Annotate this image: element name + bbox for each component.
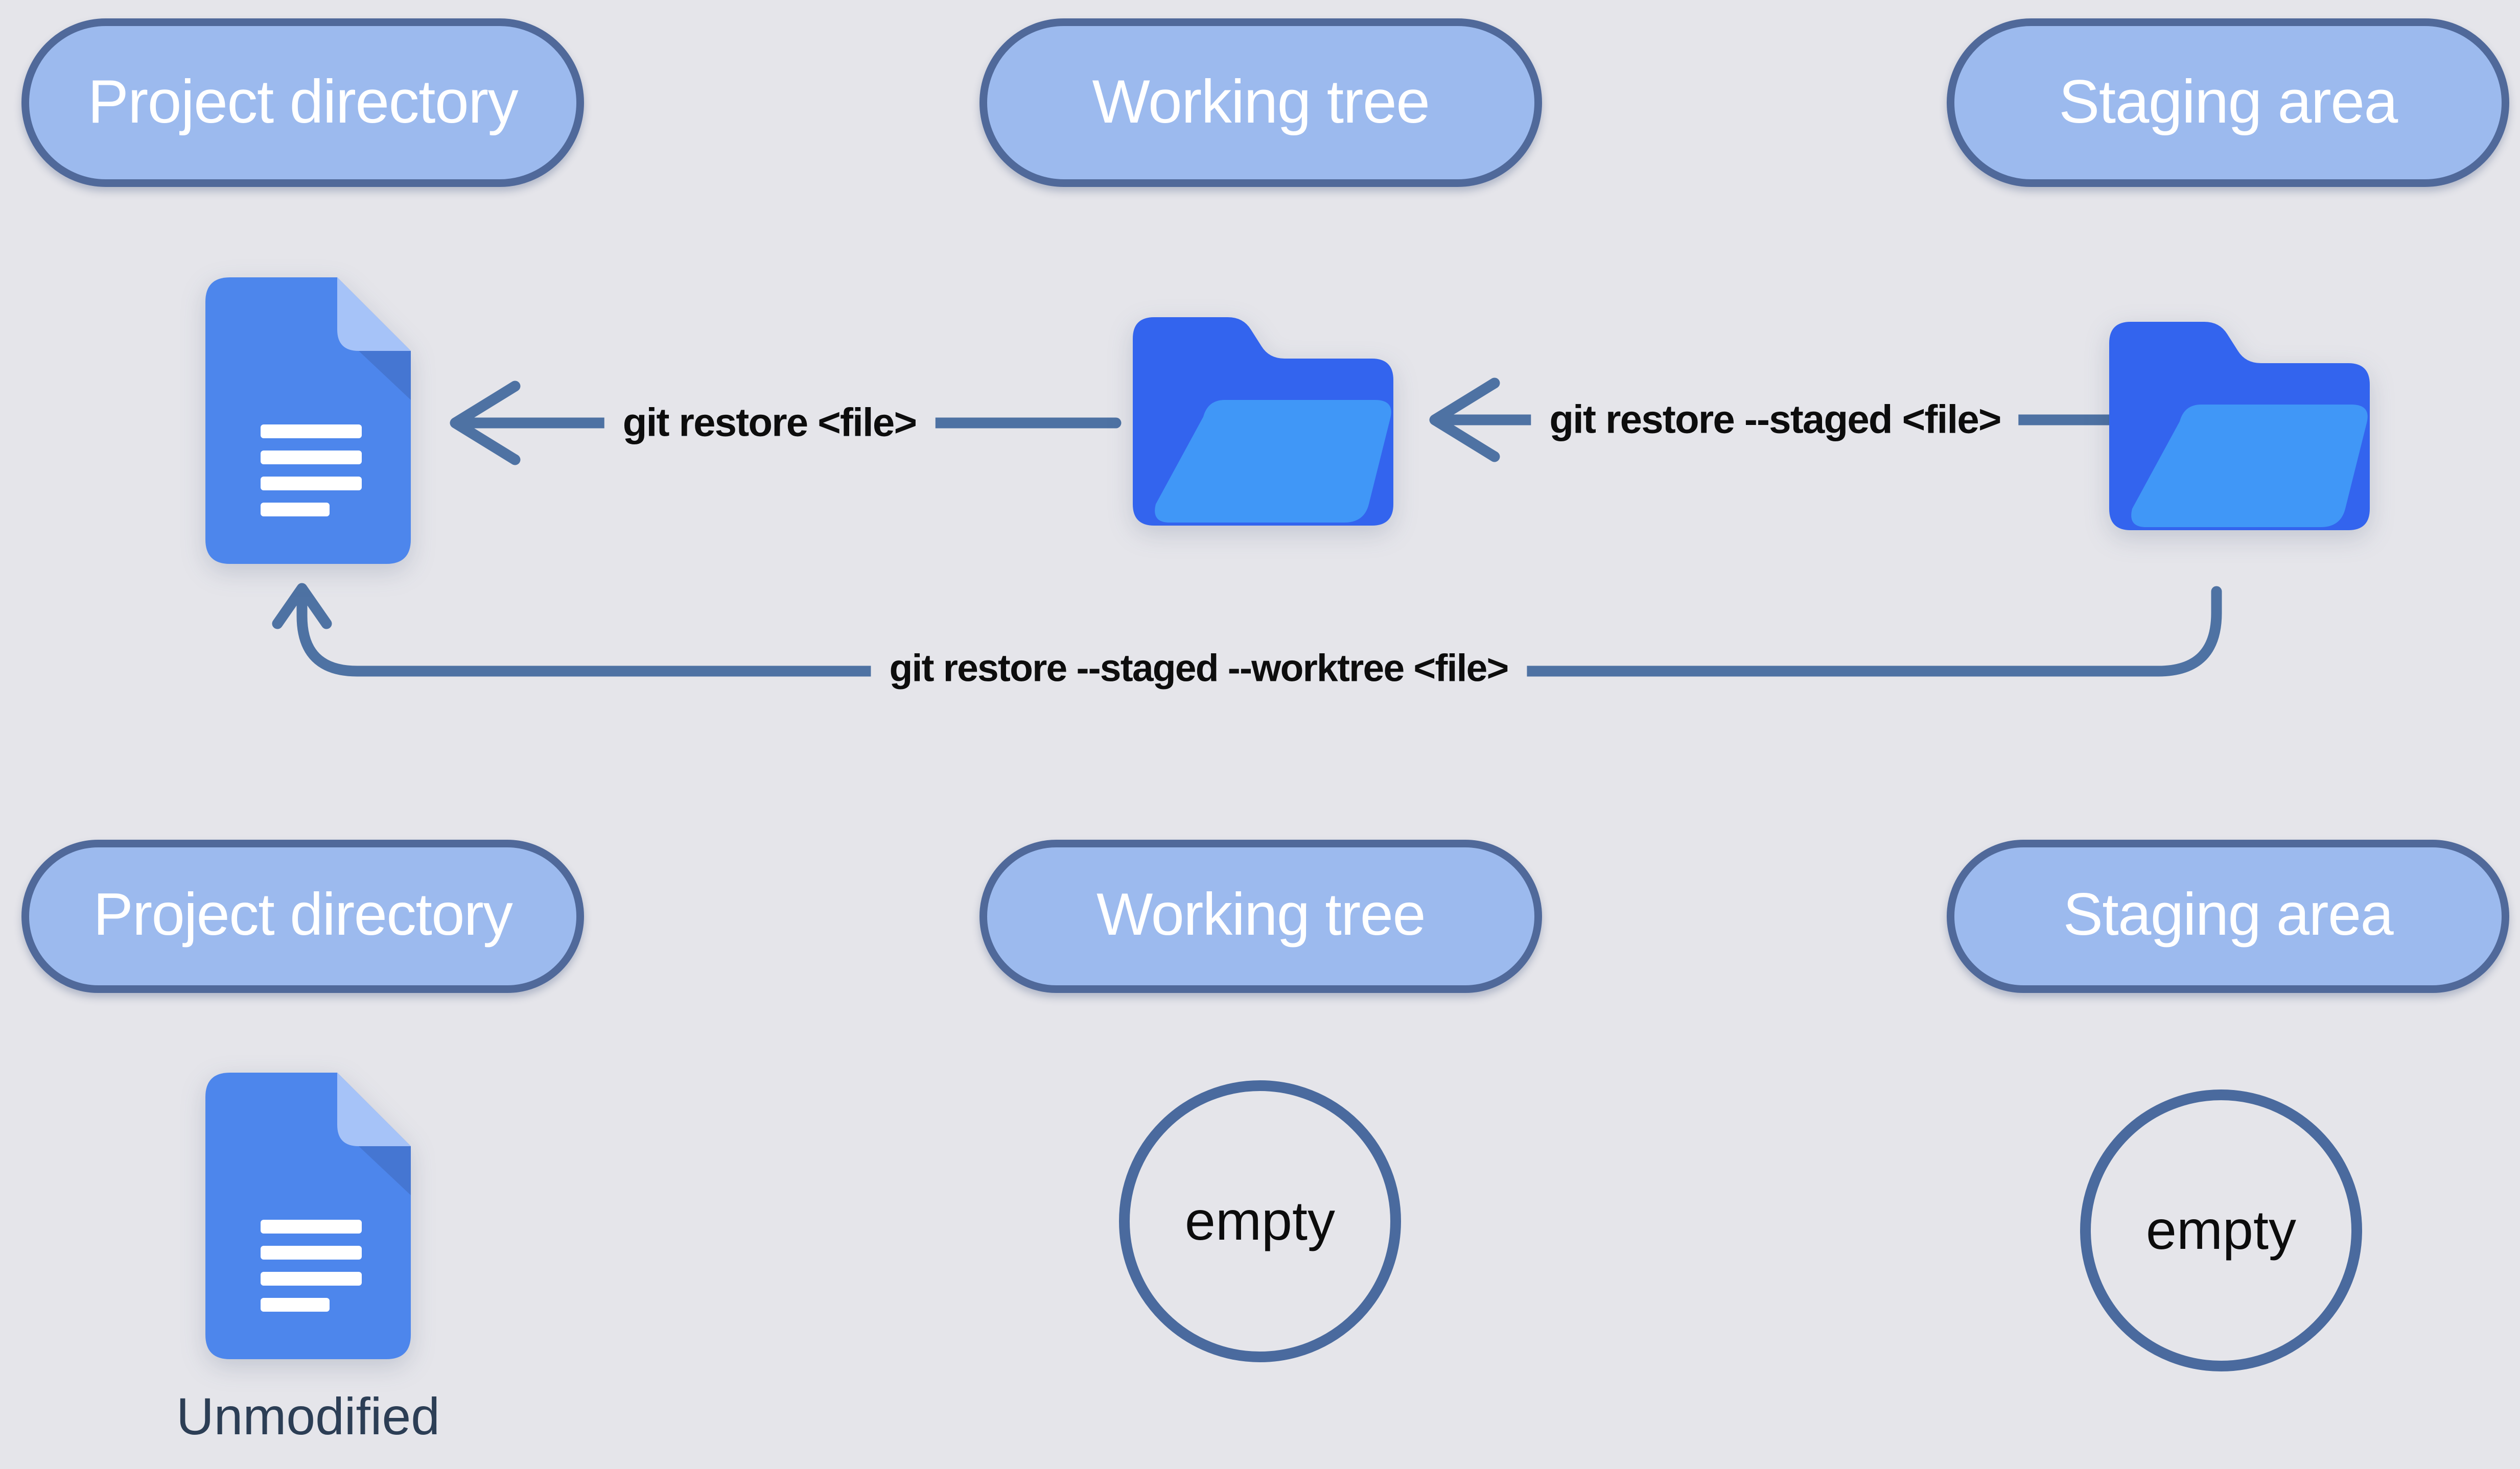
column-pill-working-tree-bottom: Working tree [979, 840, 1542, 993]
command-label-restore-staged-worktree: git restore --staged --worktree <file> [871, 644, 1527, 695]
pill-label: Working tree [1096, 883, 1426, 949]
empty-circle-staging-area: empty [2080, 1089, 2362, 1371]
document-icon [205, 1073, 411, 1359]
unmodified-label: Unmodified [176, 1388, 440, 1447]
pill-label: Project directory [93, 883, 513, 949]
folder-icon [2109, 322, 2370, 530]
column-pill-working-tree-top: Working tree [979, 18, 1542, 187]
command-label-restore: git restore <file> [604, 396, 935, 450]
document-text-lines [261, 424, 362, 516]
folder-icon [1133, 317, 1393, 526]
command-label-restore-staged: git restore --staged <file> [1531, 393, 2019, 447]
column-pill-project-directory-top: Project directory [21, 18, 584, 187]
empty-circle-working-tree: empty [1119, 1080, 1401, 1362]
document-text-lines [261, 1220, 362, 1312]
document-icon [205, 277, 411, 564]
pill-label: Staging area [2063, 883, 2394, 949]
column-pill-staging-area-top: Staging area [1947, 18, 2509, 187]
pill-label: Working tree [1092, 68, 1430, 136]
empty-state-label: empty [1184, 1189, 1336, 1252]
pill-label: Staging area [2059, 68, 2398, 136]
column-pill-project-directory-bottom: Project directory [21, 840, 584, 993]
column-pill-staging-area-bottom: Staging area [1947, 840, 2509, 993]
pill-label: Project directory [87, 68, 519, 136]
empty-state-label: empty [2145, 1198, 2297, 1261]
